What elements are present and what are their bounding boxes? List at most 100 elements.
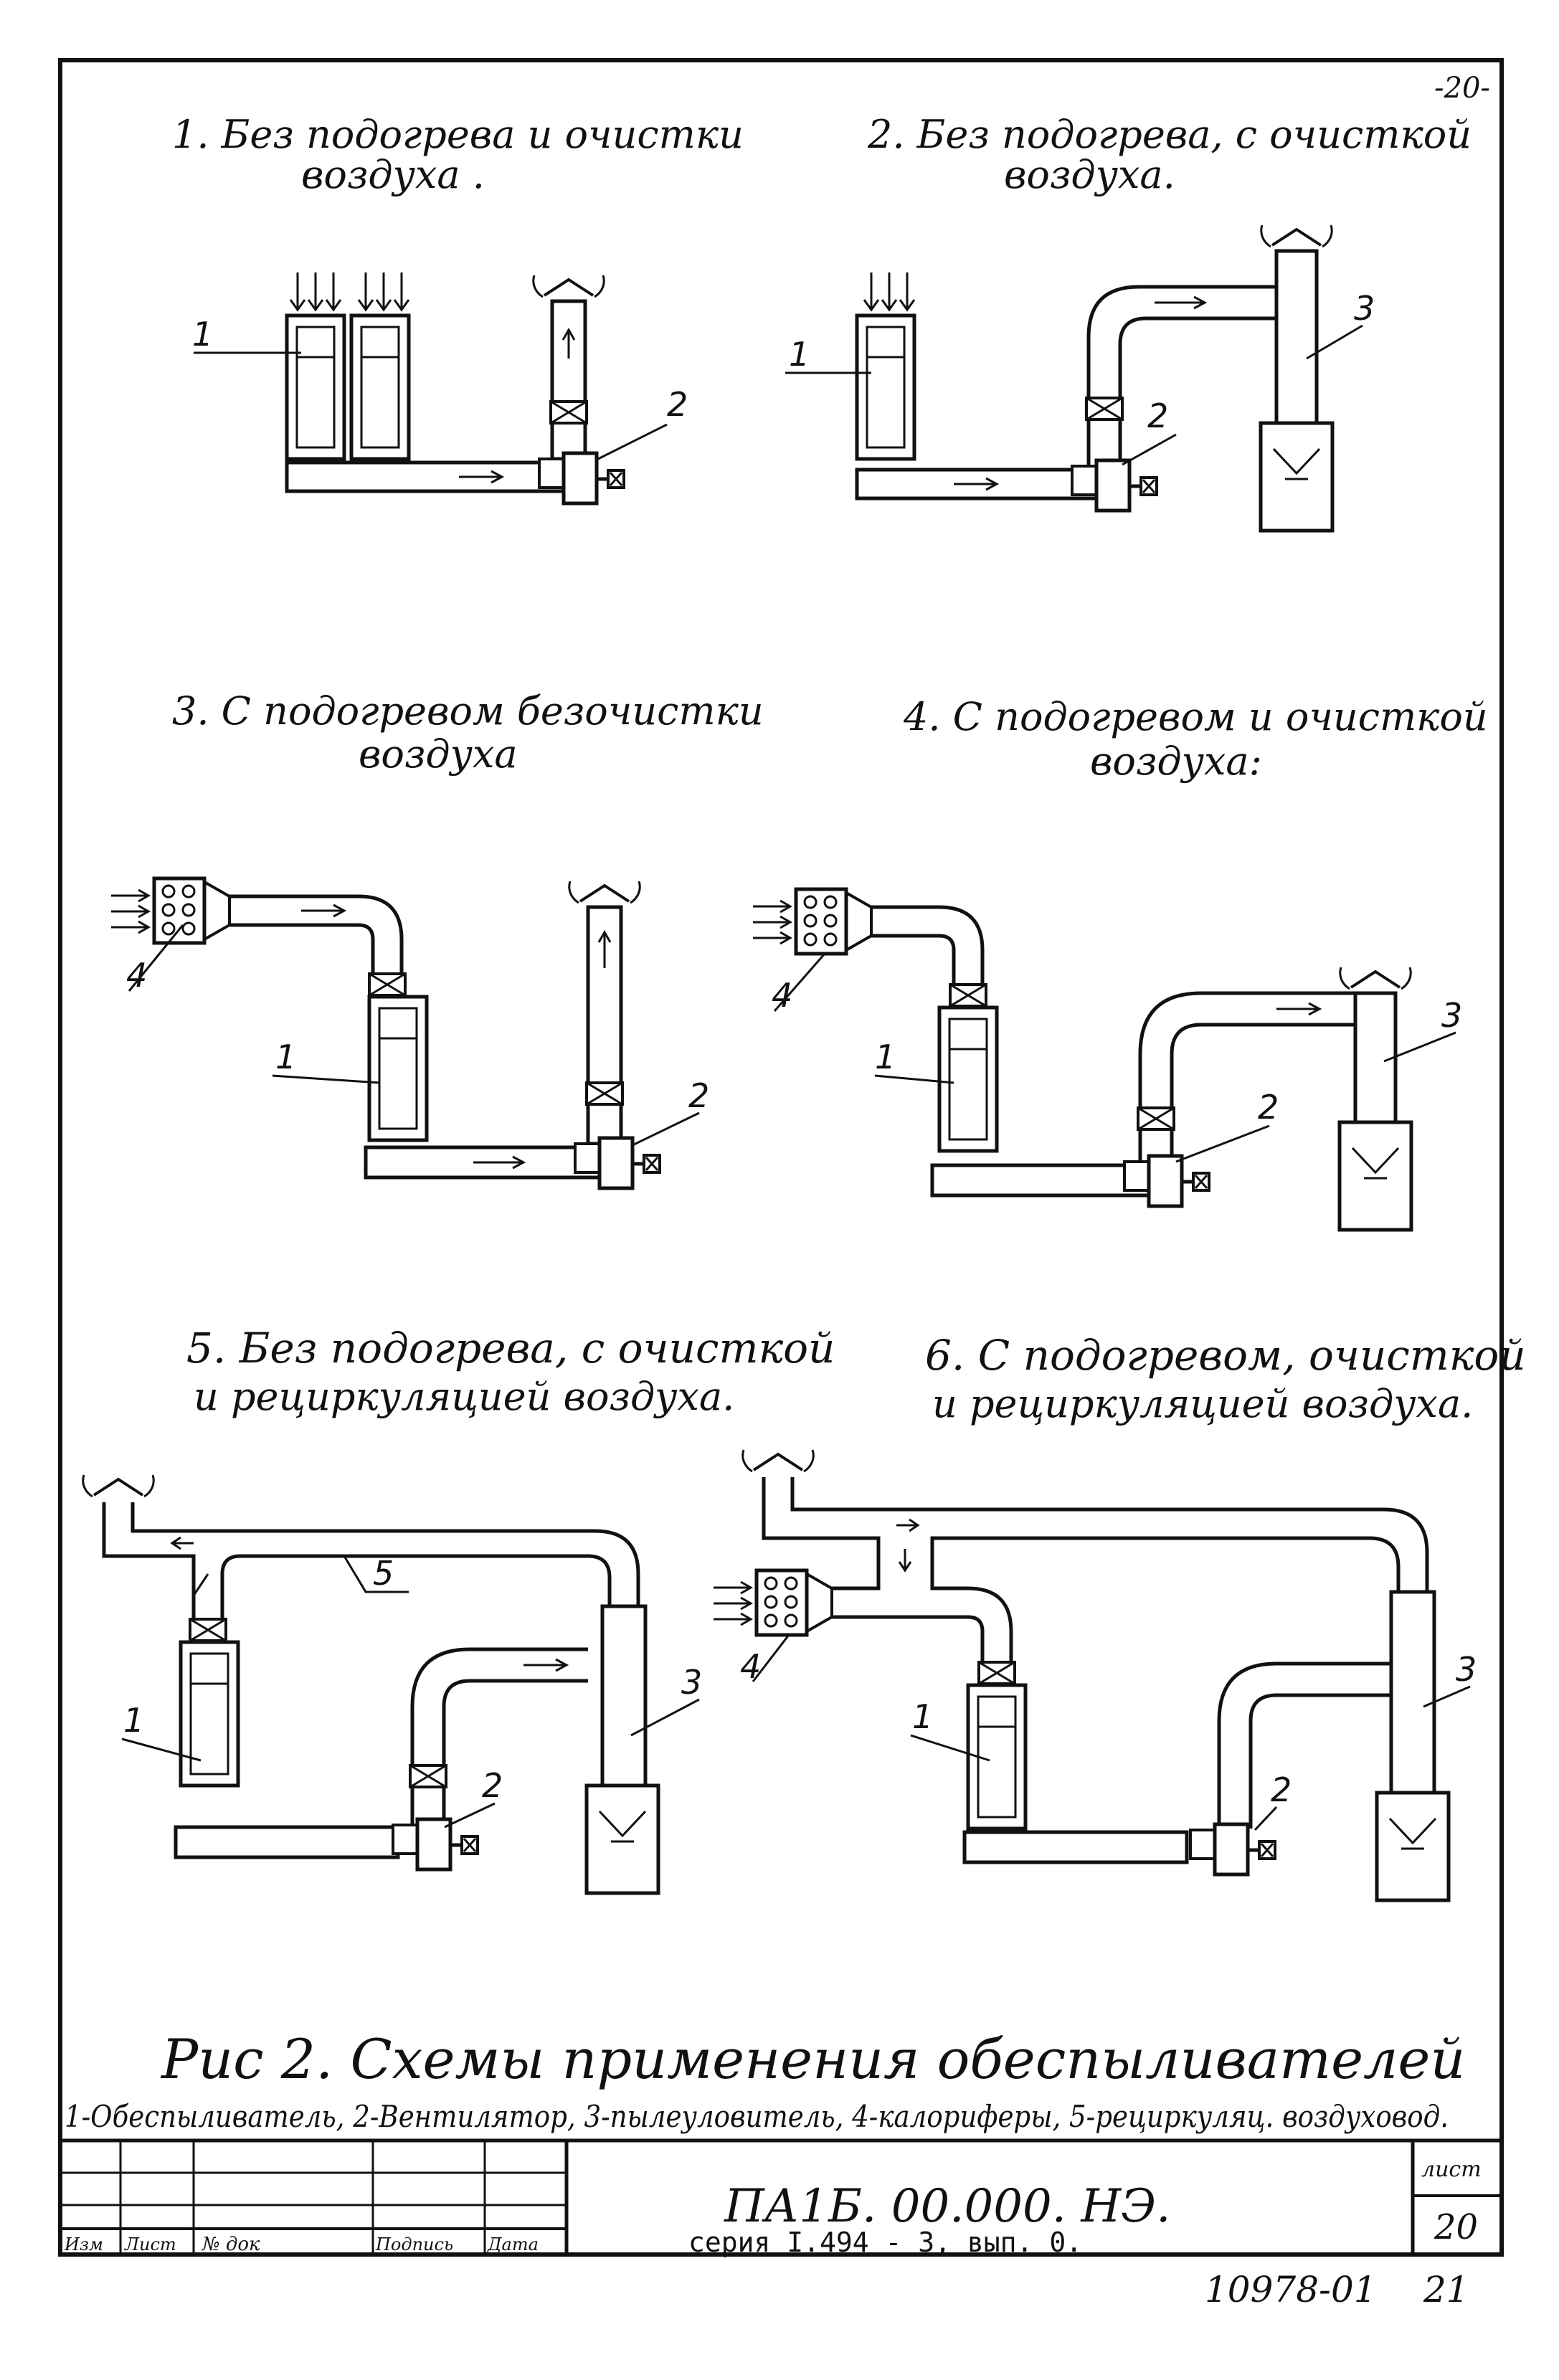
dust-separator-3 xyxy=(1261,423,1332,531)
air-duct xyxy=(229,894,404,975)
scheme-3-title: 3. С подогревом безочистки воздуха xyxy=(172,688,764,777)
recirculation-duct xyxy=(762,1477,881,1570)
leader-line xyxy=(1423,1685,1471,1708)
dust-collector-1 xyxy=(351,316,409,459)
leader-line xyxy=(910,1734,990,1762)
figure-caption: Рис 2. Схемы применения обеспыливателей xyxy=(160,2027,1465,2091)
dust-collector-1 xyxy=(181,1642,238,1786)
label-1: 1 xyxy=(275,1038,296,1076)
exhaust-cap xyxy=(741,1449,815,1473)
flow-arrow xyxy=(597,929,612,968)
air-inlet-arrows xyxy=(357,272,410,312)
air-duct xyxy=(871,905,985,986)
dust-separator-pipe xyxy=(600,1604,648,1788)
label-4: 4 xyxy=(740,1647,761,1686)
damper xyxy=(189,1618,227,1642)
damper xyxy=(368,972,407,997)
scheme-2-title: 2. Без подогрева, с очисткой воздуха. xyxy=(867,112,1472,197)
label-2: 2 xyxy=(1147,397,1168,435)
air-duct xyxy=(832,1615,985,1664)
flow-arrow xyxy=(561,327,576,359)
label-2: 2 xyxy=(1271,1770,1292,1809)
sheet-frame xyxy=(58,58,1504,2257)
air-duct xyxy=(410,1647,588,1825)
leader-line xyxy=(1306,324,1363,360)
leader-line xyxy=(630,1698,700,1737)
damper xyxy=(1085,397,1124,421)
leader-line xyxy=(128,924,184,992)
scheme-4-title-line1: 4. С подогревом и очисткой xyxy=(903,694,1488,739)
label-4: 4 xyxy=(772,976,792,1015)
flow-arrow xyxy=(301,904,347,918)
air-duct xyxy=(1086,285,1276,466)
scheme-3-title-line1: 3. С подогревом безочистки xyxy=(172,688,764,734)
flow-arrow xyxy=(170,1536,194,1550)
dust-collector-1 xyxy=(287,316,344,459)
recirculation-duct xyxy=(790,1477,1429,1592)
air-inlet-arrows xyxy=(289,272,342,312)
leader-line xyxy=(874,1074,954,1084)
exhaust-cap xyxy=(1259,224,1334,248)
air-duct xyxy=(1170,1023,1355,1162)
exhaust-cap xyxy=(1338,966,1413,990)
air-inlet-arrows xyxy=(863,272,916,312)
scheme-5-title-line1: 5. Без подогрева, с очисткой xyxy=(186,1324,835,1372)
transition-piece xyxy=(204,881,231,941)
scheme-3-title-line2: воздуха xyxy=(359,731,518,777)
document-designation: ПА1Б. 00.000. НЭ. xyxy=(724,2180,1170,2233)
leader-line xyxy=(630,1111,700,1147)
flow-arrow xyxy=(192,1573,209,1596)
label-2: 2 xyxy=(688,1076,709,1115)
scheme-2-diagram: 1 2 3 xyxy=(785,224,1375,531)
damper xyxy=(949,983,987,1008)
damper xyxy=(977,1661,1016,1685)
scheme-2-title-line2: воздуха. xyxy=(1004,152,1175,197)
sheet-label: лист xyxy=(1421,2157,1482,2182)
air-duct xyxy=(871,934,956,986)
scheme-1-diagram: 1 2 xyxy=(192,272,688,503)
air-duct xyxy=(285,460,569,493)
label-1: 1 xyxy=(912,1697,933,1736)
air-duct xyxy=(1217,1661,1398,1829)
leader-line xyxy=(1122,433,1177,466)
air-duct xyxy=(174,1825,400,1859)
fan-2 xyxy=(1124,1156,1209,1206)
exhaust-cap xyxy=(81,1474,156,1498)
label-2: 2 xyxy=(1258,1088,1279,1127)
air-duct xyxy=(832,1570,1013,1664)
transition-piece xyxy=(845,891,873,952)
archive-suffix: 21 xyxy=(1423,2269,1469,2310)
scheme-6-title-line2: и рециркуляцией воздуха. xyxy=(932,1381,1473,1426)
scheme-5-title: 5. Без подогрева, с очисткой и рециркуля… xyxy=(186,1324,835,1419)
leader-line xyxy=(121,1737,202,1762)
sheet-number: 20 xyxy=(1434,2207,1478,2247)
label-1: 1 xyxy=(192,315,213,354)
leader-line xyxy=(594,423,668,462)
scheme-6-title-line1: 6. С подогревом, очисткой xyxy=(925,1331,1526,1380)
scheme-1-title-line1: 1. Без подогрева и очистки xyxy=(172,112,744,157)
heater-4 xyxy=(714,1570,807,1635)
recirculation-duct-5 xyxy=(102,1502,196,1621)
air-duct xyxy=(1248,1693,1398,1829)
heater-4 xyxy=(753,889,846,954)
leader-line xyxy=(1383,1031,1456,1063)
dust-separator-3 xyxy=(1340,1122,1411,1230)
flow-arrow xyxy=(896,1518,920,1532)
scheme-2-title-line1: 2. Без подогрева, с очисткой xyxy=(867,112,1472,157)
exhaust-cap xyxy=(567,880,642,904)
fan-2 xyxy=(1190,1824,1275,1874)
label-1: 1 xyxy=(875,1038,896,1076)
page-number: -20- xyxy=(1434,72,1490,105)
air-duct xyxy=(229,923,375,975)
dust-collector-1 xyxy=(939,1008,997,1151)
flow-arrow xyxy=(954,477,1000,491)
air-duct xyxy=(962,1830,1189,1864)
fan-2 xyxy=(393,1819,478,1869)
fan-2 xyxy=(1072,460,1157,511)
label-2: 2 xyxy=(482,1766,503,1805)
flow-arrow xyxy=(898,1549,912,1573)
scheme-4-diagram: 4 1 2 3 xyxy=(753,889,1462,1230)
transition-piece xyxy=(806,1573,833,1633)
dust-separator-pipe xyxy=(1353,991,1398,1124)
flow-arrow xyxy=(523,1658,569,1672)
